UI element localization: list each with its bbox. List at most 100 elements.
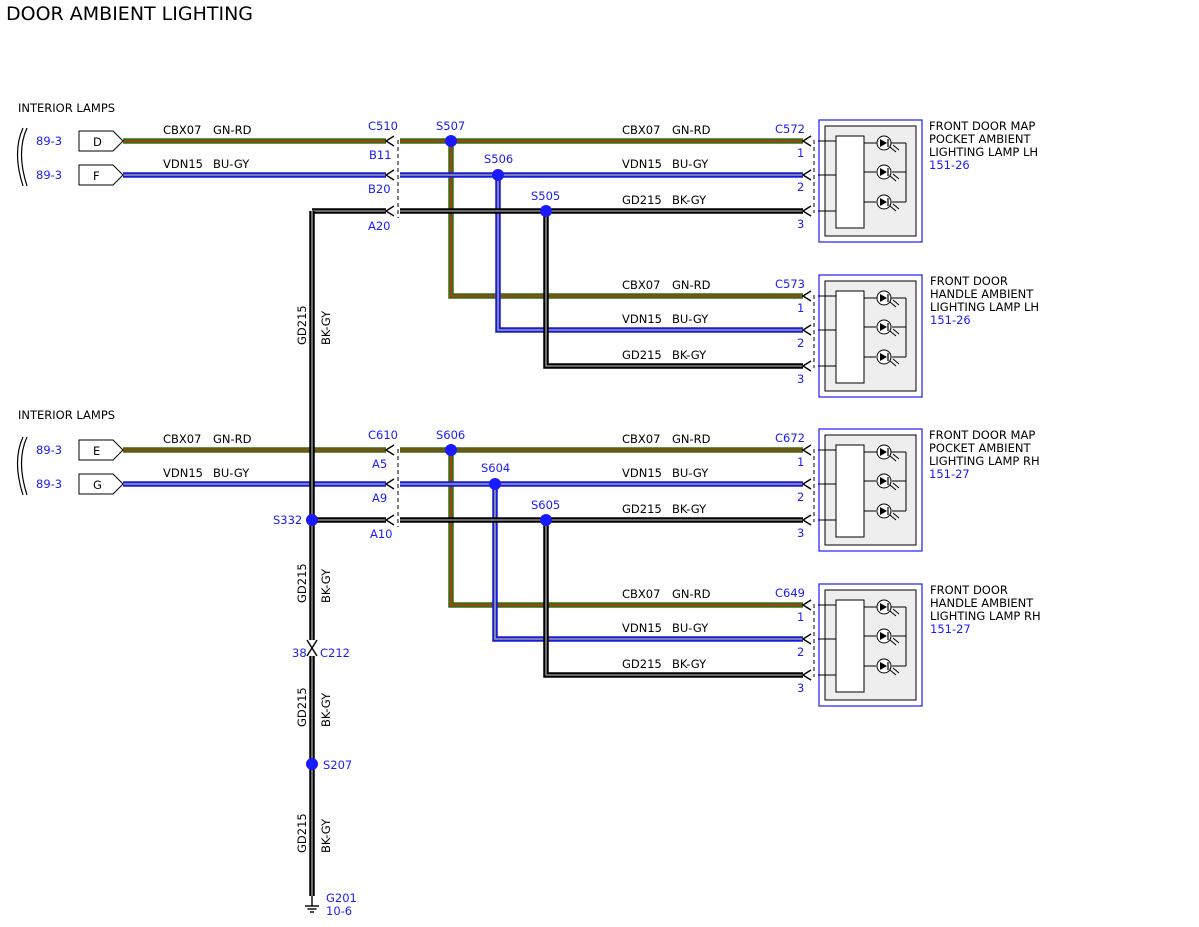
lamp-module: [835, 290, 865, 384]
led-icon: [880, 168, 887, 176]
splice-label: S604: [481, 461, 510, 475]
lamp-outline: [818, 119, 923, 243]
light-ray-icon: [889, 173, 900, 182]
source-label: INTERIOR LAMPS: [18, 101, 115, 115]
wire-circuit-label: VDN15: [622, 157, 662, 171]
pin-chevron: [384, 169, 395, 181]
splice-label: S207: [323, 758, 352, 772]
lamp-title-line: HANDLE AMBIENT: [930, 287, 1034, 301]
wire-circuit-label: GD215: [622, 502, 662, 516]
led-icon: [880, 294, 887, 302]
lamp-title-line: FRONT DOOR MAP: [929, 428, 1035, 442]
lamp-ref: 151-26: [929, 158, 970, 172]
source-label: INTERIOR LAMPS: [18, 408, 115, 422]
wire-color-label: BK-GY: [319, 692, 333, 727]
pin-chevron: [801, 135, 812, 147]
splice-label: S505: [531, 189, 560, 203]
ground-path: 38 C212 G201 10-6: [292, 639, 357, 918]
splice-dot-s207: [306, 758, 318, 770]
splice-dot-s332: [306, 514, 318, 526]
lamp-outline: [818, 583, 923, 707]
splice-label: S605: [531, 498, 560, 512]
led-icon: [880, 603, 887, 611]
splice-dot-s604: [489, 478, 501, 490]
pin-chevron: [801, 599, 812, 611]
wire-circuit-label: CBX07: [622, 432, 660, 446]
lamp-wire-labels-3: CBX07 GN-RD VDN15 BU-GY GD215 BK-GY: [622, 432, 711, 516]
splice-label: S606: [436, 428, 465, 442]
pin-chevron: [801, 514, 812, 526]
lamp-outline: [818, 274, 923, 398]
splice-dot-s605: [540, 514, 552, 526]
source-bracket: [20, 436, 28, 496]
inline-connector-c510: C510 B11 B20 A20: [368, 119, 399, 233]
pin-chevron: [801, 205, 812, 217]
led-icon: [880, 507, 887, 515]
lamp-module: [835, 135, 865, 229]
wire-color-label: BK-GY: [319, 310, 333, 345]
led-icon: [880, 448, 887, 456]
wire-color-label: GN-RD: [672, 123, 711, 137]
wire-circuit-label: GD215: [622, 193, 662, 207]
source-pin-box: [78, 473, 124, 495]
splice-label: S332: [273, 513, 302, 527]
wire-color-label: GN-RD: [672, 587, 711, 601]
ground-ref: 10-6: [326, 904, 352, 918]
wire-color-label: BU-GY: [672, 466, 709, 480]
connector-pin: 3: [797, 372, 804, 386]
lamp-title-line: HANDLE AMBIENT: [930, 596, 1034, 610]
led-icon: [880, 198, 887, 206]
lamp-title-line: POCKET AMBIENT: [929, 132, 1031, 146]
connector-pin: 3: [797, 681, 804, 695]
splice-dot-s507: [445, 135, 457, 147]
led-group: [864, 444, 907, 521]
lamp-title-line: LIGHTING LAMP LH: [929, 145, 1038, 159]
source-ref: 89-3: [36, 443, 62, 457]
page-title: DOOR AMBIENT LIGHTING: [6, 3, 253, 25]
light-ray-icon: [889, 453, 900, 462]
pin-chevron: [306, 646, 318, 657]
lamp-ref: 151-27: [930, 622, 971, 636]
source-bracket: [20, 127, 28, 187]
lamp-title-line: POCKET AMBIENT: [929, 441, 1031, 455]
connector-name: C573: [775, 277, 805, 291]
source-ref: 89-3: [36, 168, 62, 182]
wire-color-label: BU-GY: [672, 157, 709, 171]
light-ray-icon: [889, 512, 900, 521]
source-pin-box: [78, 130, 124, 152]
wire-circuit-label: CBX07: [622, 587, 660, 601]
wire-gd215: [545, 520, 803, 676]
wire-circuit-label: GD215: [295, 813, 309, 853]
wire-circuit-label: VDN15: [622, 312, 662, 326]
lamp-title-line: FRONT DOOR: [930, 583, 1008, 597]
lamp-front-door-map-pocket-rh: C672 1 2 3 FRONT DOOR MAP POCKET AMBIENT…: [775, 428, 1040, 552]
connector-name: C510: [368, 119, 398, 133]
lamp-front-door-handle-rh: C649 1 2 3 FRONT DOOR HANDLE AMBIENT LIG…: [775, 583, 1041, 707]
source-pin-box: [78, 164, 124, 186]
lamp-module: [835, 599, 865, 693]
wire-color-label: BK-GY: [672, 502, 707, 516]
connector-pin: 1: [797, 610, 804, 624]
led-icon: [880, 323, 887, 331]
led-group: [864, 599, 907, 676]
connector-pin: A9: [372, 491, 387, 505]
source-pin: G: [93, 478, 102, 492]
lamp-front-door-map-pocket-lh: C572 1 2 3 FRONT DOOR MAP POCKET AMBIENT…: [775, 119, 1038, 243]
lamp-ref: 151-26: [930, 313, 971, 327]
wire-color-label: BK-GY: [319, 818, 333, 853]
wire-circuit-label: GD215: [622, 348, 662, 362]
lamp-title-line: FRONT DOOR MAP: [929, 119, 1035, 133]
connector-pin: 2: [797, 336, 804, 350]
connector-pin: B11: [369, 148, 392, 162]
lamp-wire-labels-1: CBX07 GN-RD VDN15 BU-GY GD215 BK-GY: [622, 123, 711, 207]
pin-chevron: [801, 290, 812, 302]
connector-pin: 2: [797, 645, 804, 659]
connector-pin: 38: [292, 646, 307, 660]
connector-pin: 1: [797, 301, 804, 315]
connector-pin: 3: [797, 217, 804, 231]
connector-pin: A5: [372, 457, 387, 471]
lamp-title-line: LIGHTING LAMP RH: [930, 609, 1041, 623]
light-ray-icon: [889, 637, 900, 646]
wire-circuit-label: CBX07: [622, 278, 660, 292]
pin-chevron: [801, 669, 812, 681]
